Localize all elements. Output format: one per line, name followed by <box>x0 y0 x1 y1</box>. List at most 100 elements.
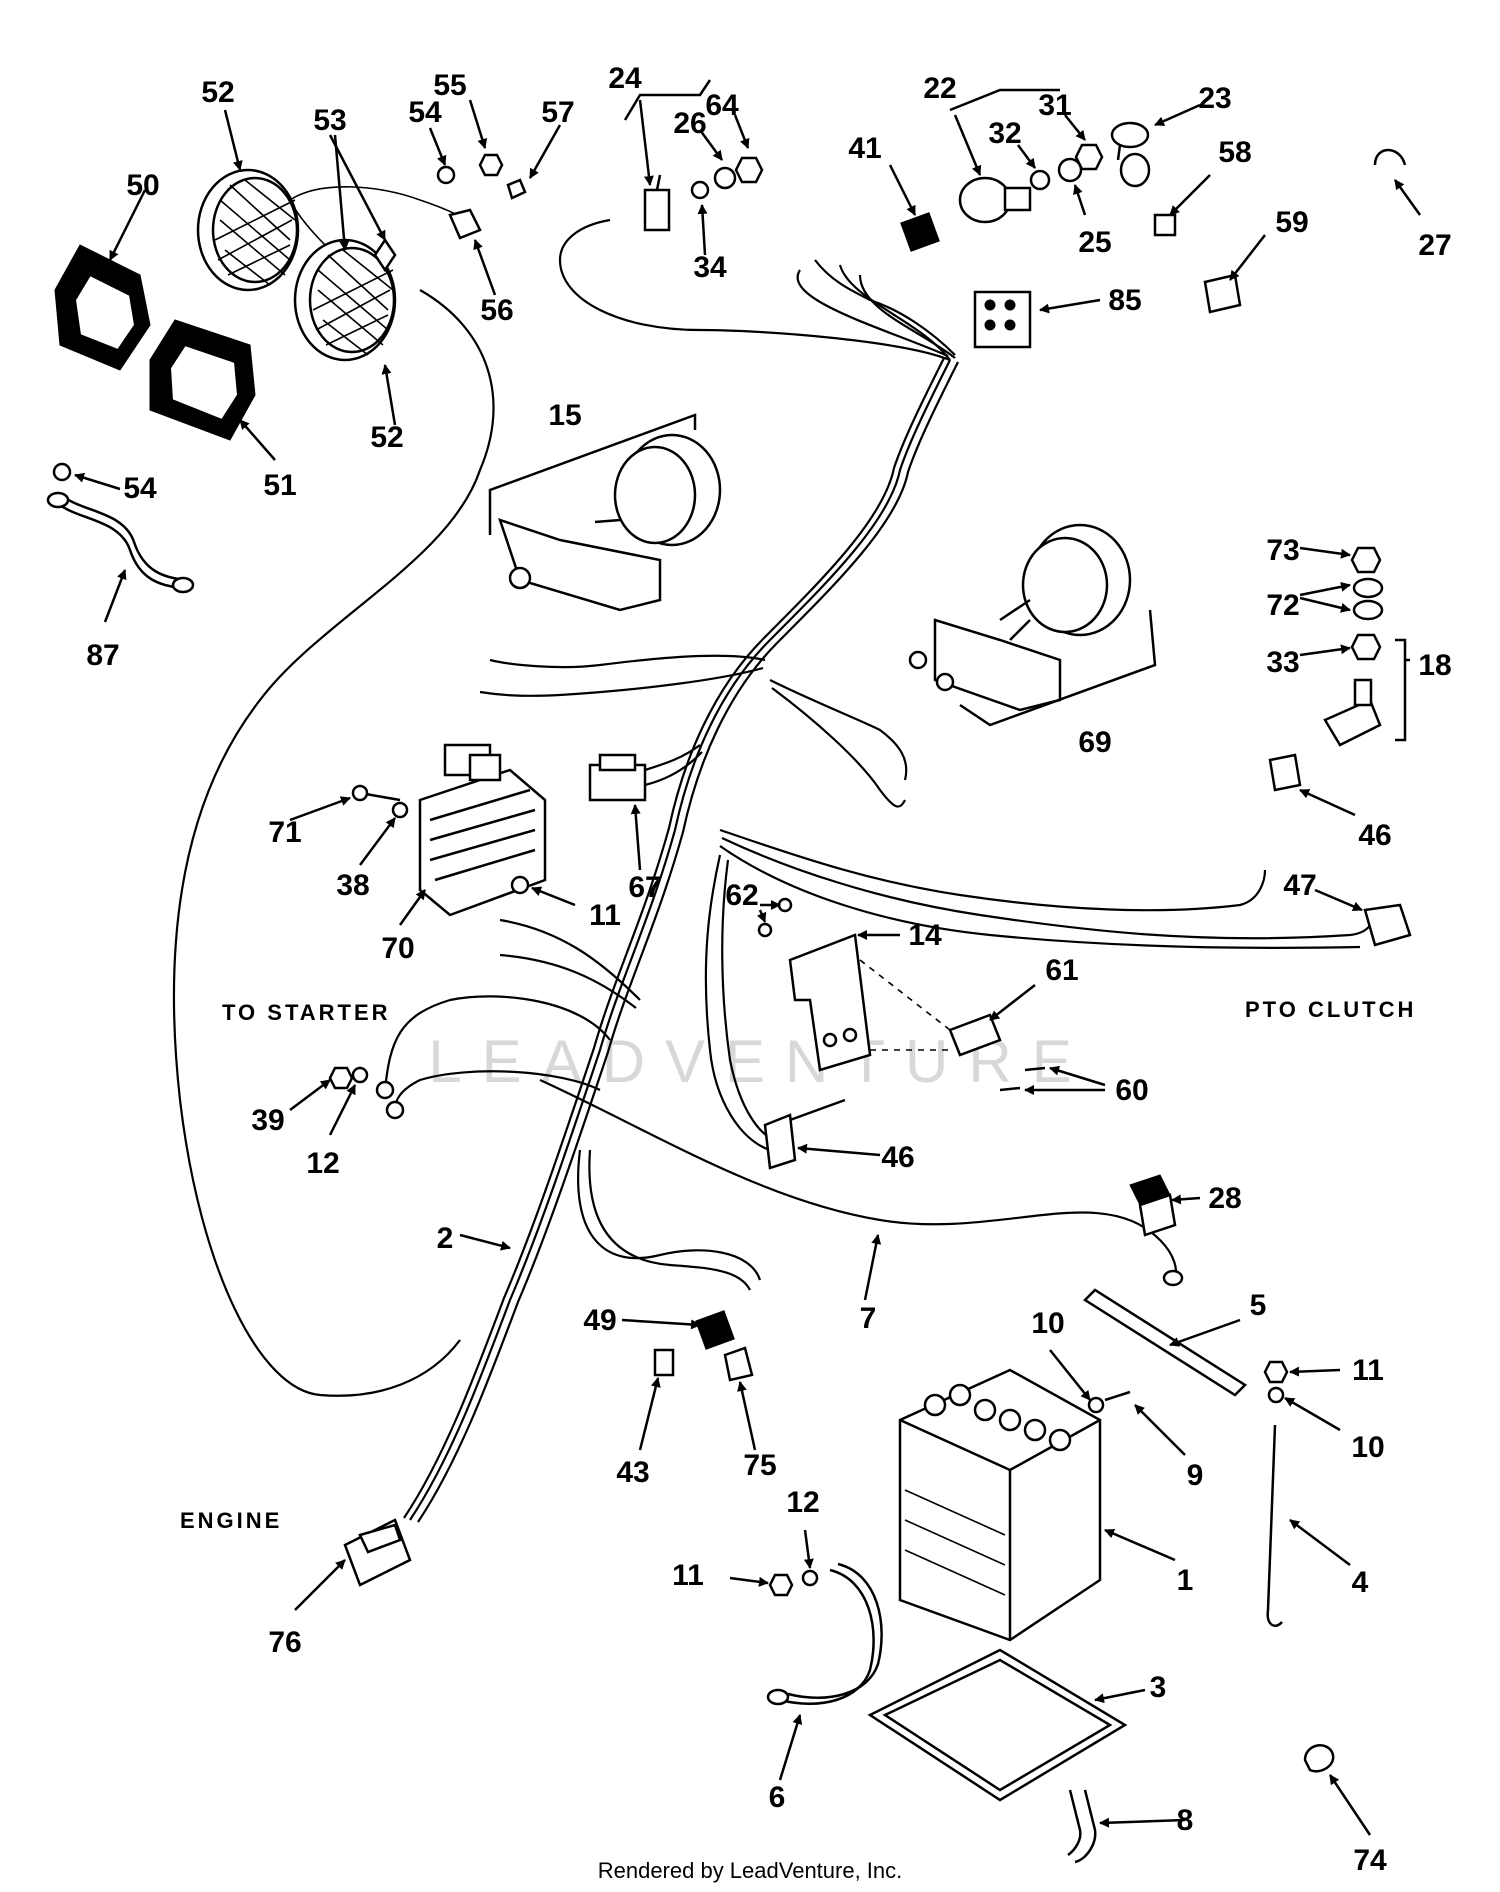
washer-25 <box>1057 157 1083 183</box>
bracket-53 <box>373 237 397 273</box>
label-62: 62 <box>725 879 758 912</box>
label-72: 72 <box>1266 589 1299 622</box>
label-10-left: 10 <box>1031 1307 1064 1340</box>
label-14: 14 <box>908 919 942 952</box>
label-38: 38 <box>336 869 369 902</box>
label-8: 8 <box>1177 1804 1194 1837</box>
label-46-lower: 46 <box>881 1141 914 1174</box>
nut-11-lower <box>768 1573 794 1597</box>
nut-64 <box>734 156 764 184</box>
connector-76 <box>343 1518 412 1587</box>
switch-61 <box>948 1013 1002 1057</box>
nut-62b <box>757 922 773 938</box>
label-60: 60 <box>1115 1074 1148 1107</box>
nut-31 <box>1074 143 1104 171</box>
washer-72b <box>1352 599 1384 621</box>
label-64: 64 <box>705 89 739 122</box>
label-54-lower: 54 <box>123 472 157 505</box>
screw-60b <box>999 1086 1021 1092</box>
label-51: 51 <box>263 469 296 502</box>
nut-33 <box>1350 633 1382 661</box>
label-76: 76 <box>268 1626 301 1659</box>
plug-41 <box>900 212 940 252</box>
label-11-right: 11 <box>1352 1354 1384 1387</box>
label-11-lower: 11 <box>672 1559 704 1592</box>
label-10-right: 10 <box>1351 1431 1384 1464</box>
label-46-upper: 46 <box>1358 819 1391 852</box>
hour-meter-15 <box>498 433 722 612</box>
plug-46-upper <box>1268 753 1302 792</box>
battery-cable-6 <box>766 1562 883 1706</box>
item-58 <box>1153 213 1177 237</box>
label-7: 7 <box>860 1302 877 1335</box>
bezel-left <box>54 244 151 371</box>
label-75: 75 <box>743 1449 776 1482</box>
washer-54 <box>436 165 456 185</box>
nut-73 <box>1350 546 1382 574</box>
bracket-56 <box>448 208 482 240</box>
key-switch-22 <box>958 176 1032 224</box>
label-26: 26 <box>673 107 706 140</box>
nut-11-upper <box>510 875 530 895</box>
label-85: 85 <box>1108 284 1141 317</box>
washer-10-right <box>1267 1386 1285 1404</box>
label-6: 6 <box>769 1781 786 1814</box>
label-2: 2 <box>437 1222 454 1255</box>
label-55: 55 <box>433 69 466 102</box>
label-22: 22 <box>923 72 956 105</box>
switch-18 <box>1323 678 1382 747</box>
fuse-43 <box>653 1348 675 1377</box>
label-31: 31 <box>1038 89 1071 122</box>
label-70: 70 <box>381 932 414 965</box>
screw-60a <box>1024 1066 1046 1072</box>
label-33: 33 <box>1266 646 1299 679</box>
wire-end-7 <box>1162 1269 1184 1287</box>
bracket-line-18 <box>1395 638 1407 742</box>
label-39: 39 <box>251 1104 284 1137</box>
nut-39 <box>328 1066 354 1090</box>
leader-lines <box>74 79 1422 1836</box>
label-34: 34 <box>693 251 727 284</box>
headlight-lower <box>293 238 397 362</box>
label-27: 27 <box>1418 229 1451 262</box>
nut-55 <box>478 153 504 177</box>
caption-engine: ENGINE <box>180 1508 282 1533</box>
label-67: 67 <box>628 871 661 904</box>
caption-to-starter: TO STARTER <box>222 1000 391 1025</box>
label-73: 73 <box>1266 534 1299 567</box>
bolt-9 <box>1104 1390 1131 1402</box>
label-56: 56 <box>480 294 513 327</box>
label-49: 49 <box>583 1304 616 1337</box>
label-52-lower: 52 <box>370 421 403 454</box>
bolt-57 <box>506 178 527 200</box>
washer-72a <box>1352 577 1384 599</box>
caption-pto-clutch: PTO CLUTCH <box>1245 997 1416 1022</box>
clip-74 <box>1303 1744 1335 1773</box>
clip-75 <box>723 1346 754 1382</box>
label-53: 53 <box>313 104 346 137</box>
connector-85 <box>973 290 1032 349</box>
nut-62a <box>777 897 793 913</box>
connector-67 <box>588 753 647 802</box>
connector-47 <box>1363 903 1412 947</box>
bezel-right <box>149 319 256 441</box>
label-54: 54 <box>408 96 442 129</box>
label-23: 23 <box>1198 82 1231 115</box>
label-3: 3 <box>1150 1671 1167 1704</box>
bracket-14 <box>788 933 872 1072</box>
nut-11-right <box>1263 1360 1289 1384</box>
label-74: 74 <box>1353 1844 1387 1877</box>
battery-tray-3 <box>867 1648 1128 1802</box>
main-harness <box>172 186 1377 1523</box>
ground-cable-87 <box>59 503 181 590</box>
washer-26 <box>713 166 737 190</box>
fuse-holder-49 <box>695 1310 735 1350</box>
headlight-upper <box>196 168 300 292</box>
switch-24 <box>643 174 671 232</box>
label-61: 61 <box>1045 954 1078 987</box>
label-59: 59 <box>1275 206 1308 239</box>
label-28: 28 <box>1208 1182 1241 1215</box>
gauge-69 <box>908 523 1132 712</box>
washer-34 <box>690 180 710 200</box>
switch-46-lower <box>763 1113 797 1170</box>
